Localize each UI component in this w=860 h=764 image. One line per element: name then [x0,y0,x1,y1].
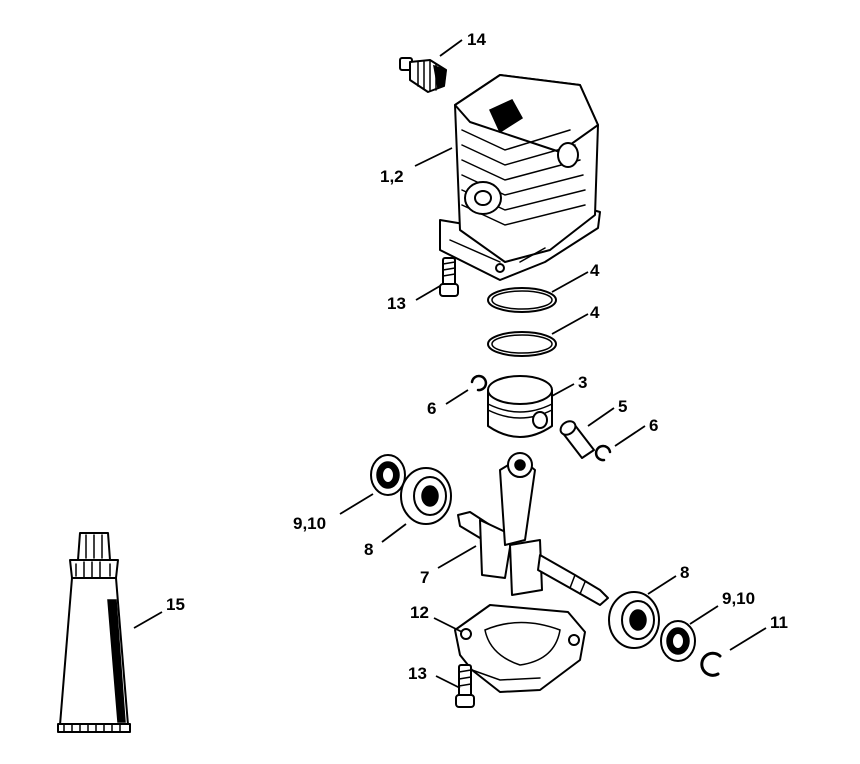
part-11-circlip [700,651,722,677]
part-13-screw-upper [439,257,459,297]
part-5-piston-pin [559,420,595,459]
part-4-ring-upper [487,287,557,313]
leader-13a [415,285,441,301]
leader-12 [433,617,463,633]
leader-5 [587,407,615,427]
callout-6a: 6 [427,399,436,418]
leader-4b [551,313,589,335]
part-6-circlip-right [594,444,612,462]
callout-9-10a: 9,10 [293,514,326,533]
leader-15 [133,611,163,629]
leader-6a [445,389,469,405]
leader-8b [647,575,677,595]
leader-lines [133,39,767,689]
callout-13b: 13 [408,664,427,683]
part-7-crankshaft [457,452,609,606]
leader-3 [551,383,575,397]
leader-7 [437,545,477,569]
part-1-2-cylinder [439,74,601,281]
callout-3: 3 [578,373,587,392]
callout-6b: 6 [649,416,658,435]
part-8-bearing-left [400,467,452,525]
callout-11: 11 [770,613,788,632]
leader-9-10b [689,605,719,625]
callout-12: 12 [410,603,429,622]
callout-4a: 4 [590,261,600,280]
callout-13a: 13 [387,294,406,313]
part-13-screw-lower [455,664,475,708]
part-9-10-seal-left [370,454,406,496]
leader-8a [381,523,407,543]
callout-5: 5 [618,397,627,416]
leader-6b [614,425,646,447]
callout-15: 15 [166,595,185,614]
callout-7: 7 [420,568,429,587]
leader-9-10a [339,493,374,515]
callout-9-10b: 9,10 [722,589,755,608]
part-9-10-seal-right [660,620,696,662]
part-12-crankcase [454,604,586,693]
callout-1-2: 1,2 [380,167,404,186]
leader-1-2 [414,147,453,167]
part-15-grease-tube [57,532,131,733]
callout-8a: 8 [364,540,373,559]
callout-14: 14 [467,30,486,49]
part-4-ring-lower [487,331,557,357]
callout-labels: 14 1,2 4 4 13 3 6 5 6 9,10 8 7 8 9,10 11… [166,30,788,683]
leader-13b [435,675,461,689]
leader-14 [439,39,463,57]
callout-8b: 8 [680,563,689,582]
callout-4b: 4 [590,303,600,322]
leader-11 [729,627,767,651]
part-3-piston [487,375,553,438]
part-14-valve [399,57,447,93]
part-6-circlip-left [470,374,488,392]
leader-4a [551,271,589,293]
part-8-bearing-right [608,591,660,649]
